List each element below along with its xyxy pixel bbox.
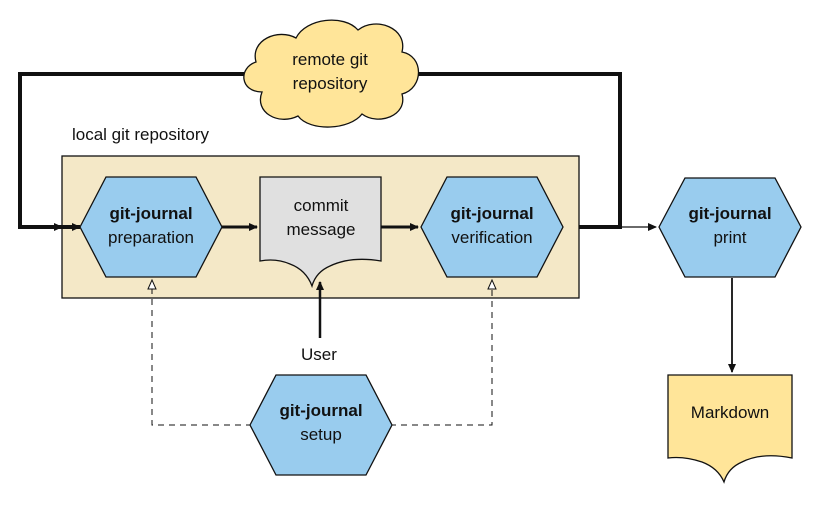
preparation-title: git-journal: [109, 204, 193, 223]
markdown-document: [667, 374, 793, 484]
preparation-hexagon: [79, 176, 223, 278]
commit-message-document: [259, 176, 382, 289]
setup-title: git-journal: [279, 401, 363, 420]
markdown-label: Markdown: [690, 403, 770, 422]
container-label: local git repository: [72, 125, 210, 144]
verification-hexagon: [420, 176, 564, 278]
verification-label: git-journal verification: [426, 202, 558, 250]
cloud-label-line2: repository: [292, 74, 368, 93]
verification-title: git-journal: [450, 204, 534, 223]
setup-to-preparation-dashed: [147, 278, 252, 426]
print-title: git-journal: [688, 204, 772, 223]
commit-label: commit message: [262, 194, 380, 242]
preparation-subtitle: preparation: [107, 228, 194, 247]
setup-to-verification-dashed: [390, 278, 497, 426]
commit-line1: commit: [293, 196, 349, 215]
print-subtitle: print: [713, 228, 747, 247]
setup-hexagon: [249, 374, 393, 476]
preparation-label: git-journal preparation: [85, 202, 217, 250]
remote-repository-cloud: [243, 19, 419, 128]
cloud-label: remote git repository: [260, 48, 400, 96]
cloud-label-line1: remote git: [292, 50, 368, 69]
print-label: git-journal print: [664, 202, 796, 250]
setup-subtitle: setup: [300, 425, 342, 444]
push-connector: [401, 70, 622, 229]
verification-subtitle: verification: [451, 228, 533, 247]
commit-line2: message: [286, 220, 356, 239]
pull-connector: [18, 72, 244, 231]
print-hexagon: [658, 177, 802, 278]
user-label: User: [301, 345, 337, 364]
setup-label: git-journal setup: [255, 399, 387, 447]
